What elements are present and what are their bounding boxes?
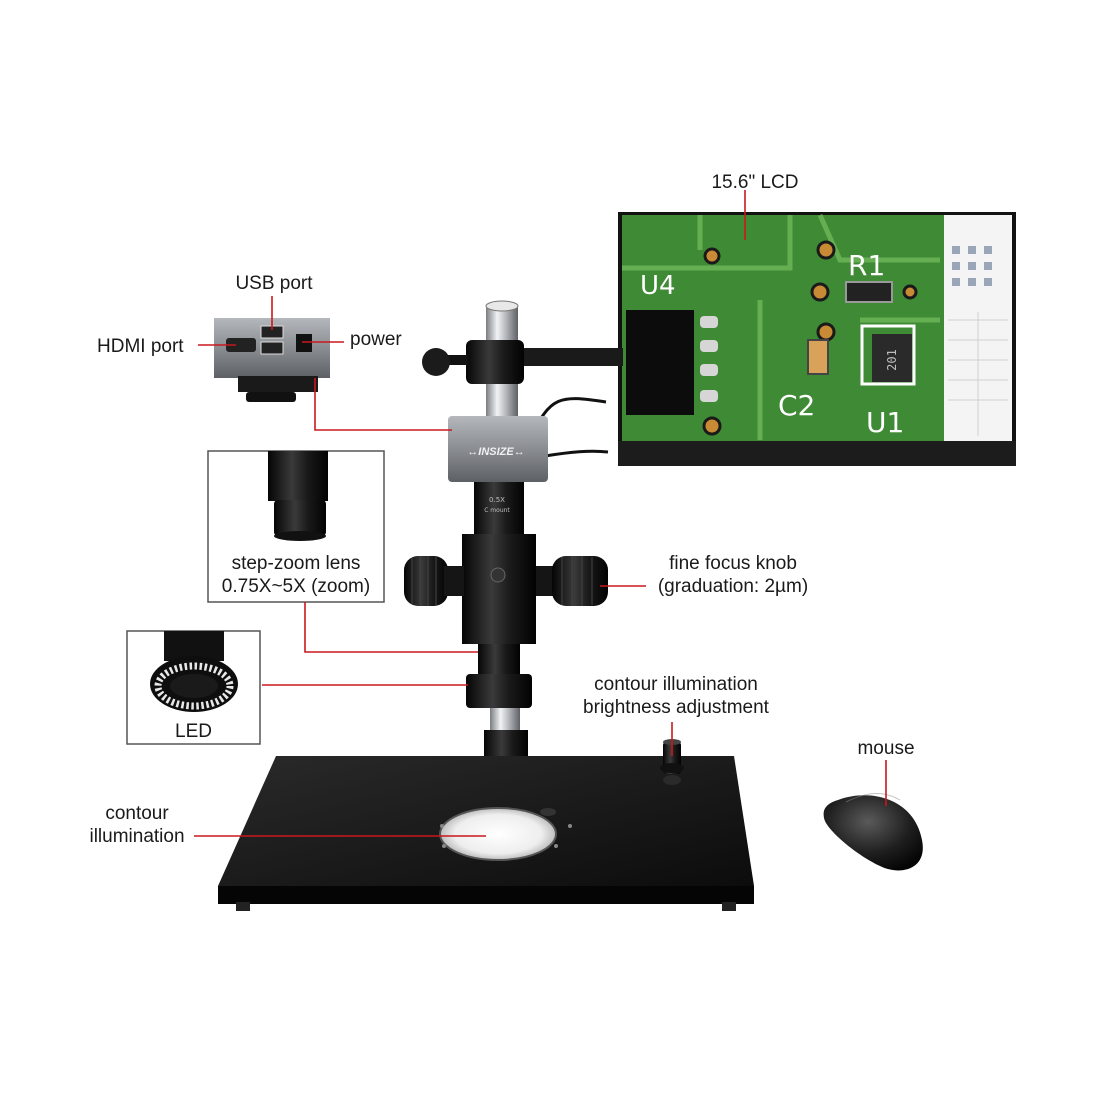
contour-illumination-stage-glass (439, 807, 557, 861)
led-inset (126, 630, 261, 745)
leader-lines (194, 190, 887, 837)
c-mount-adapter (474, 482, 524, 534)
lcd-monitor: 201 U4 R1 C2 U1 (618, 212, 1016, 466)
hdmi-port-icon (226, 338, 256, 352)
camera-rear-inset (214, 318, 330, 402)
pcb-r1-resistor (845, 281, 893, 303)
led-ring-light (466, 674, 532, 708)
led-label: LED (175, 721, 212, 742)
step-zoom-lens (478, 644, 520, 674)
monitor-arm (505, 348, 623, 366)
led-ring-icon (154, 662, 234, 710)
camera-brand-logo: ↔INSIZE↔ (467, 446, 524, 458)
pcb-u1-chip (872, 334, 912, 382)
usb-port-label: USB port (235, 273, 313, 294)
step-zoom-label-line1: step-zoom lens (231, 553, 361, 574)
contour-illumination-label-line1: contour (105, 803, 169, 824)
contour-brightness-label-line2: brightness adjustment (583, 697, 769, 718)
pcb-u4-label: U4 (640, 271, 676, 301)
microscope-base (218, 756, 754, 911)
mouse-device (823, 793, 923, 871)
contour-brightness-label-line1: contour illumination (594, 674, 758, 695)
step-zoom-label-line2: 0.75X~5X (zoom) (221, 576, 371, 597)
pcb-r1-label: R1 (848, 249, 885, 282)
contour-illumination-label-line2: illumination (89, 826, 185, 847)
pcb-u4-chip (626, 310, 694, 415)
focus-block (462, 534, 536, 644)
usb-port-lower-icon (260, 341, 284, 355)
clamp-knob (422, 348, 450, 376)
brightness-adjustment-knob (660, 739, 684, 774)
lcd-label: 15.6" LCD (711, 172, 799, 193)
pcb-c2-label: C2 (778, 389, 815, 422)
step-zoom-lens-inset (207, 450, 385, 603)
hdmi-port-label: HDMI port (97, 336, 184, 357)
lens-magnification-mark: 0.5X (489, 496, 505, 504)
fine-focus-label-line1: fine focus knob (669, 553, 797, 574)
camera-body (448, 416, 548, 482)
fine-focus-knob-left (404, 556, 464, 606)
arm-clamp (466, 340, 524, 384)
pcb-chip-mark: 201 (885, 349, 899, 371)
power-socket-icon (296, 334, 312, 352)
column-chrome (490, 708, 520, 732)
pcb-u1-label: U1 (866, 406, 904, 439)
pcb-c2-capacitor (807, 339, 829, 375)
mouse-label: mouse (857, 738, 915, 759)
power-label: power (350, 329, 402, 350)
lens-mount-mark: C mount (484, 507, 510, 514)
fine-focus-label-line2: (graduation: 2µm) (657, 576, 809, 597)
fine-focus-knob-right (536, 556, 608, 606)
